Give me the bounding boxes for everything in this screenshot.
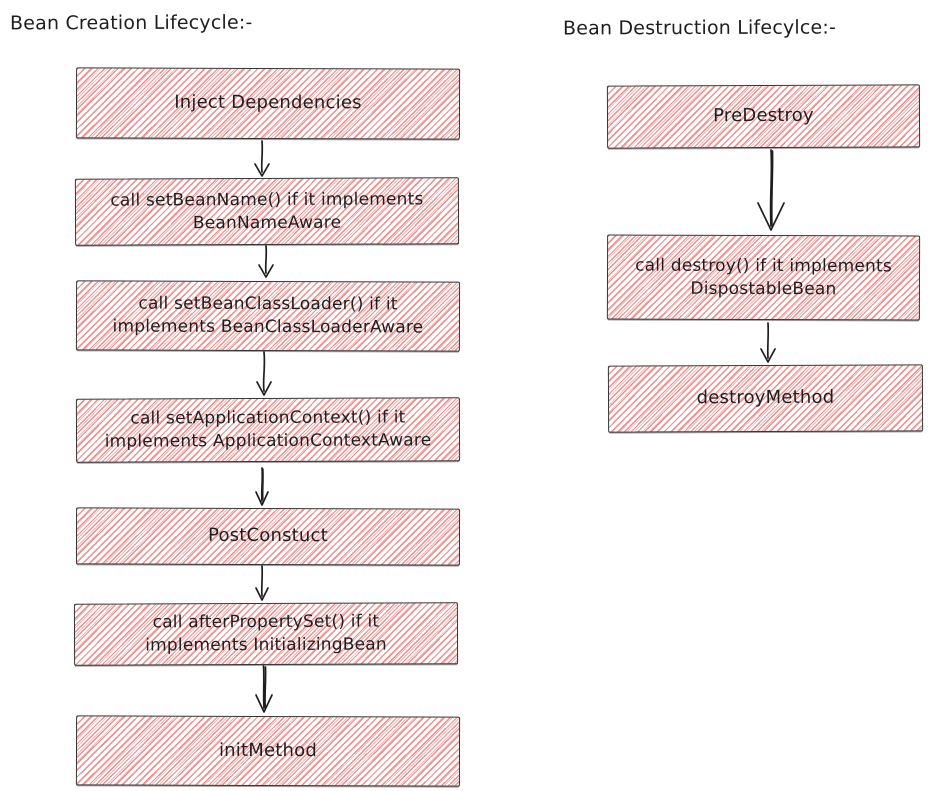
destruction-step-2-label: call destroy() if it implements Disposta…	[635, 255, 892, 299]
down-arrow-icon	[258, 245, 274, 278]
creation-step-2-box: call setBeanName() if it implements Bean…	[74, 177, 460, 246]
creation-title: Bean Creation Lifecycle:-	[9, 11, 253, 35]
creation-step-6-box: call afterPropertySet() if it implements…	[73, 602, 459, 666]
creation-step-7-label: initMethod	[218, 739, 318, 761]
creation-step-4-label: call setApplicationContext() if it imple…	[104, 407, 432, 452]
down-arrow-icon	[256, 351, 272, 396]
destruction-title: Bean Destruction Lifecylce:-	[562, 16, 837, 40]
down-arrow-icon	[757, 149, 785, 231]
creation-step-4-box: call setApplicationContext() if it imple…	[75, 397, 461, 463]
creation-step-1-label: Inject Dependencies	[174, 92, 362, 114]
down-arrow-icon	[760, 322, 776, 363]
destruction-step-3-label: destroyMethod	[696, 387, 835, 409]
creation-step-2-label: call setBeanName() if it implements Bean…	[110, 188, 424, 233]
creation-step-3-label: call setBeanClassLoader() if it implemen…	[112, 293, 424, 338]
destruction-step-1-label: PreDestroy	[713, 105, 814, 127]
down-arrow-icon	[255, 665, 273, 713]
down-arrow-icon	[255, 467, 269, 506]
creation-step-3-box: call setBeanClassLoader() if it implemen…	[75, 280, 461, 352]
destruction-step-1-box: PreDestroy	[606, 84, 921, 149]
creation-step-6-label: call afterPropertySet() if it implements…	[145, 611, 387, 656]
down-arrow-icon	[255, 565, 269, 601]
destruction-step-2-box: call destroy() if it implements Disposta…	[606, 234, 921, 321]
creation-step-1-box: Inject Dependencies	[75, 67, 461, 140]
creation-step-5-box: PostConstuct	[75, 507, 461, 566]
down-arrow-icon	[254, 140, 270, 177]
creation-step-5-label: PostConstuct	[208, 525, 328, 547]
destruction-step-3-box: destroyMethod	[607, 364, 924, 433]
creation-step-7-box: initMethod	[75, 715, 461, 787]
